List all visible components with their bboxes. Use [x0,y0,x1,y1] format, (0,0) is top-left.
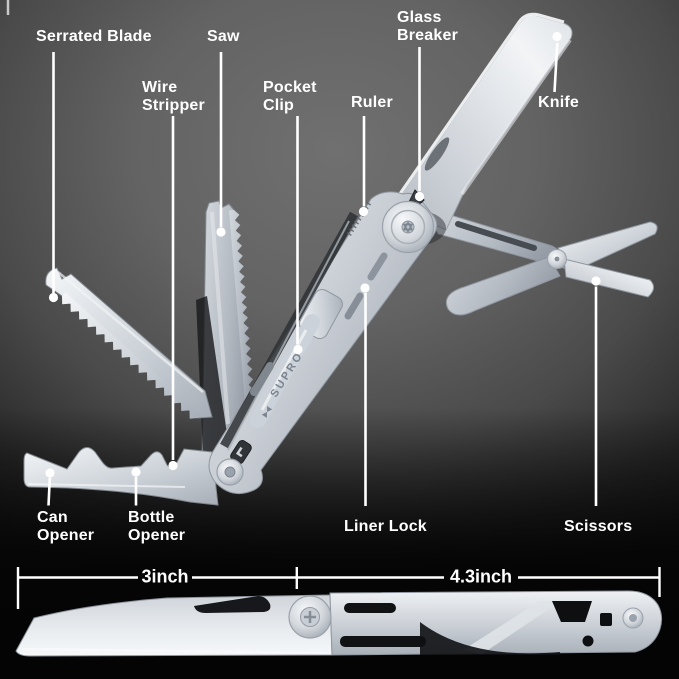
handle-stripe-highlight [227,220,350,451]
dimension-handle-length: 4.3inch [449,566,513,587]
ruler-tick-marks [345,201,372,238]
knife-edge-bevel [460,38,572,196]
saw-highlight [210,211,230,425]
knife-nail-slot [424,137,450,171]
serrated-blade-graphic [45,267,213,419]
leader-lines [45,31,601,506]
scissors-lower-blade [563,258,654,298]
label-pocket-clip: Pocket Clip [263,79,317,114]
label-wire-stripper: Wire Stripper [142,79,205,114]
label-knife: Knife [538,94,579,111]
dot-knife [552,31,562,42]
closed-triangle-cutout [552,601,592,622]
main-pivot-screw [381,200,435,254]
end-l-slot-mark [235,446,243,458]
opener-bottom-highlight [27,483,186,488]
dot-glass-breaker [414,191,425,202]
handle-end-hardware [216,439,252,486]
serrated-teeth [62,292,202,419]
closed-mech-shadow [420,622,560,655]
liner-lock-slot-a [367,252,388,281]
closed-pivot-phillips [304,611,316,623]
closed-backspring [463,601,561,654]
dot-can-opener [45,468,55,478]
closed-blade [15,594,333,657]
dot-serrated-blade [48,292,59,303]
scissors-pivot-center [554,256,560,262]
label-can-opener: Can Opener [37,509,95,544]
leader-knife [553,42,559,93]
label-scissors: Scissors [564,518,633,535]
liner-lock-slot-b [344,292,364,320]
dot-bottle-opener [131,467,141,477]
dot-liner-lock [360,283,370,293]
torx-star [402,221,414,233]
closed-lanyard-hole [582,635,594,647]
brand-logo-glyph [261,406,273,418]
closed-square-hole [600,613,612,626]
knife-spine-highlight [395,12,565,199]
closed-handle-slot-1 [344,603,396,613]
closed-multitool-graphic [15,590,663,657]
dot-scissors [591,276,601,286]
dot-saw [216,227,226,237]
closed-blade-bevel [21,647,329,655]
closed-blade-thumb-slot [194,596,271,613]
dimension-blade-length: 3inch [141,566,189,587]
label-ruler: Ruler [351,94,393,111]
label-saw: Saw [207,28,240,45]
saw-teeth [229,210,257,427]
leader-can-opener [47,477,52,506]
knife-blade-graphic [395,12,573,231]
scissors-upper-blade [557,221,658,273]
serrated-body [45,267,213,419]
label-serrated-blade: Serrated Blade [36,28,152,45]
liner-lock-slot-c [250,362,274,396]
dimension-lines [16,567,661,609]
scissors-graphic [430,208,658,316]
label-glass-breaker: Glass Breaker [397,9,459,44]
label-bottle-opener: Bottle Opener [128,509,186,544]
closed-handle-slot-2 [340,636,426,647]
scissors-arm-slot [455,221,537,251]
serrated-spine-highlight [57,271,204,393]
scissors-lower-handle [445,256,561,316]
dot-pocket-clip [293,344,303,355]
dot-ruler [358,206,369,217]
dot-wire-stripper [168,460,178,471]
label-liner-lock: Liner Lock [344,518,427,535]
